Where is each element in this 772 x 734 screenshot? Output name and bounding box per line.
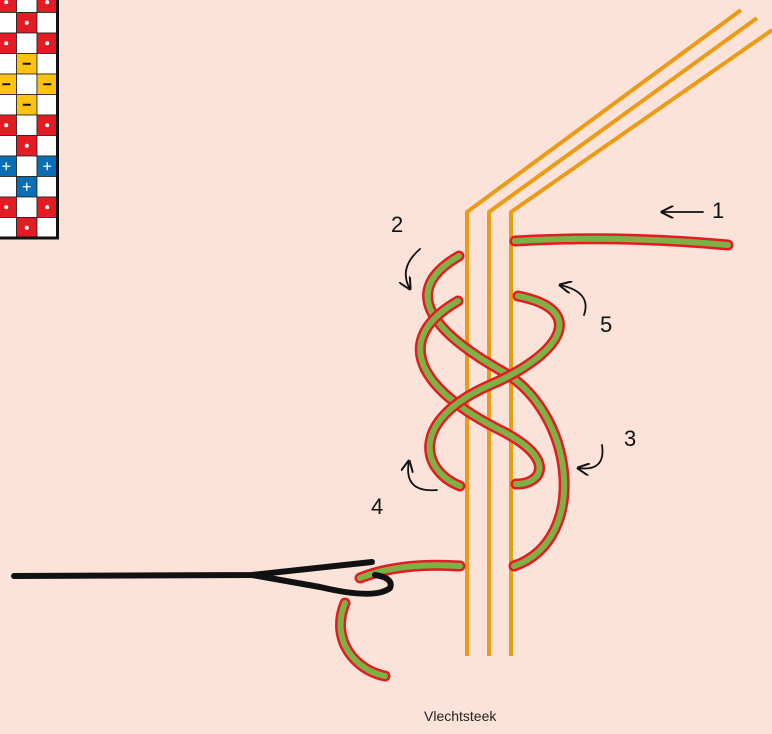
yarn-strand-tail (341, 603, 385, 676)
grid-cell (17, 197, 38, 218)
grid-cell (0, 54, 17, 75)
grid-cell (0, 218, 17, 239)
yarn-strand-1 (515, 239, 728, 245)
dot-symbol-icon (45, 205, 49, 209)
grid-cell (0, 0, 17, 13)
step-label-5: 5 (600, 312, 612, 337)
step-label-3: 3 (624, 426, 636, 451)
grid-cell (0, 136, 17, 157)
grid-cell (17, 115, 38, 136)
grid-cell (37, 218, 58, 239)
grid-cell (37, 95, 58, 116)
arrow-5-icon (560, 285, 586, 315)
step-label-1: 1 (712, 198, 724, 223)
grid-cell (17, 156, 38, 177)
dot-symbol-icon (25, 144, 29, 148)
dot-symbol-icon (4, 205, 8, 209)
dot-symbol-icon (45, 0, 49, 4)
needle (14, 562, 391, 594)
grid-cell (37, 136, 58, 157)
dot-symbol-icon (25, 21, 29, 25)
grid-cell (17, 0, 38, 13)
grid-cell (17, 33, 38, 54)
dot-symbol-icon (4, 123, 8, 127)
dot-symbol-icon (25, 226, 29, 230)
step-label-2: 2 (391, 212, 403, 237)
grid-cell (17, 74, 38, 95)
dot-symbol-icon (45, 41, 49, 45)
dot-symbol-icon (4, 0, 8, 4)
grid-cell (37, 13, 58, 34)
dot-symbol-icon (4, 41, 8, 45)
cross-stitch-chart (0, 0, 58, 238)
grid-cell (37, 177, 58, 198)
yarn-strands (341, 239, 728, 676)
dot-symbol-icon (45, 123, 49, 127)
arrow-2-icon (406, 249, 420, 289)
arrow-3-icon (578, 445, 603, 469)
step-label-4: 4 (371, 494, 383, 519)
grid-cell (0, 177, 17, 198)
grid-cell (0, 95, 17, 116)
grid-cell (37, 54, 58, 75)
diagram-caption: Vlechtsteek (424, 708, 497, 724)
grid-cell (0, 13, 17, 34)
warp-threads (467, 10, 772, 656)
